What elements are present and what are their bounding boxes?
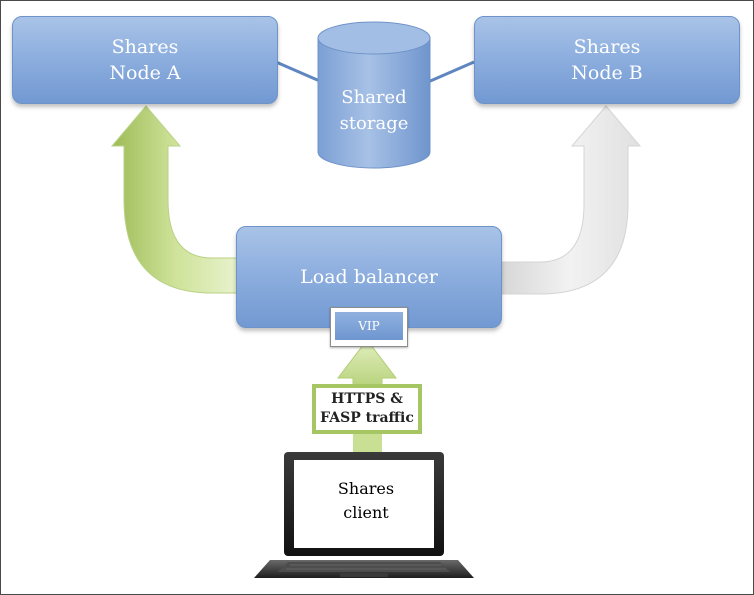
shares-node-b: Shares Node B [474, 16, 740, 104]
shared-storage-cylinder [317, 21, 431, 169]
client-traffic-arrow [336, 339, 398, 389]
vip-badge: VIP [330, 307, 408, 347]
vip-label: VIP [358, 319, 380, 333]
laptop-icon [254, 452, 474, 578]
storage-label-text: Shared storage [339, 87, 409, 134]
active-route-arrow [110, 105, 241, 294]
load-balancer: Load balancer [236, 226, 502, 328]
inactive-route-arrow [499, 105, 642, 295]
shared-storage-label: Shared storage [318, 84, 430, 138]
traffic-label-box: HTTPS & FASP traffic [312, 384, 422, 434]
connector-node-b-storage [427, 60, 475, 84]
load-balancer-label: Load balancer [300, 266, 438, 288]
node-b-label: Shares Node B [571, 36, 643, 84]
shares-node-a: Shares Node A [12, 16, 278, 104]
shares-client-label: Shares client [296, 460, 436, 542]
connector-node-a-storage [275, 60, 323, 84]
client-label-text: Shares client [337, 479, 395, 522]
node-a-label: Shares Node A [109, 36, 181, 84]
traffic-label: HTTPS & FASP traffic [320, 391, 414, 426]
